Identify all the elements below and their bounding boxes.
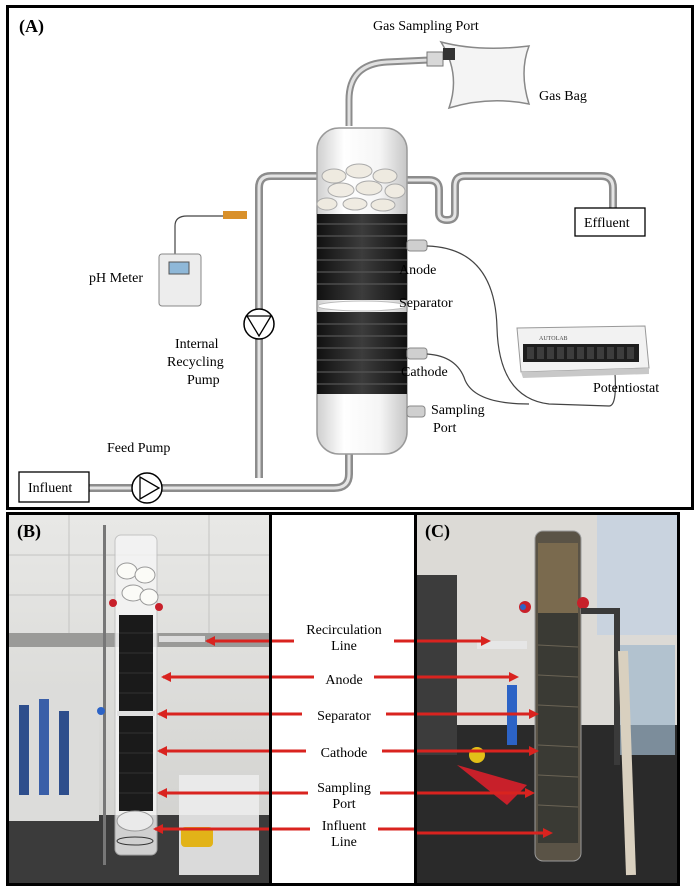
cathode-electrode — [317, 312, 407, 394]
photo-c-arrows — [417, 636, 553, 838]
label-separator: Separator — [317, 709, 371, 724]
panel-b-photo: (B) — [6, 512, 272, 886]
ph-probe — [223, 211, 247, 219]
mid-arrow-shafts — [272, 639, 416, 831]
gas-sampling-port — [426, 51, 444, 67]
photo-c-white-tube — [618, 650, 636, 876]
gas-sampling-port-label: Gas Sampling Port — [373, 19, 479, 34]
feed-pump-label: Feed Pump — [107, 441, 170, 456]
sampling-port — [406, 405, 426, 418]
autolab-logo: AUTOLAB — [539, 336, 568, 342]
panel-b-tag: (B) — [17, 521, 41, 542]
effluent-label: Effluent — [584, 216, 630, 231]
reactor-column — [316, 127, 408, 455]
photo-b-arrows — [153, 636, 269, 834]
anode-wire — [426, 245, 616, 407]
anode-electrode — [317, 214, 407, 300]
panel-c-tag: (C) — [425, 521, 450, 542]
ph-cable — [174, 215, 241, 254]
sampling-port-label-2: Port — [433, 421, 456, 436]
gas-bag — [439, 40, 531, 110]
photo-c-svg: (C) — [417, 515, 677, 883]
photo-b-svg: (B) — [9, 515, 269, 883]
potentiostat: AUTOLAB — [516, 325, 650, 378]
feed-line — [89, 428, 353, 492]
cathode-label: Cathode — [401, 365, 448, 380]
sampling-port-label-1: Sampling — [431, 403, 485, 418]
label-cathode: Cathode — [320, 746, 368, 761]
potentiostat-label: Potentiostat — [593, 381, 659, 396]
panel-a-tag: (A) — [19, 16, 44, 37]
gas-bag-label: Gas Bag — [539, 89, 587, 104]
internal-recycling-pump-icon — [243, 308, 275, 340]
panel-a-schematic: (A) Gas Sampling Port Gas Bag Effluent p… — [6, 5, 694, 510]
equipment-left — [417, 575, 457, 755]
internal-pump-label-3: Pump — [187, 373, 220, 388]
schematic-svg: (A) Gas Sampling Port Gas Bag Effluent p… — [18, 16, 659, 504]
separator-label: Separator — [399, 296, 453, 311]
effluent-box — [574, 207, 646, 237]
label-anode: Anode — [325, 673, 363, 688]
ph-meter-label: pH Meter — [89, 271, 143, 286]
pipette-3 — [59, 711, 69, 795]
internal-pump-label-2: Recycling — [167, 355, 224, 370]
cathode-port — [406, 347, 428, 360]
panel-c-photo: (C) — [414, 512, 680, 886]
beaker — [179, 775, 259, 875]
tape-roll — [181, 827, 213, 847]
alligator-clips — [457, 765, 527, 805]
window — [597, 515, 677, 635]
stand-rod — [103, 525, 106, 865]
pipette-2 — [39, 699, 49, 795]
gas-bag-valve — [443, 48, 455, 60]
anode-label: Anode — [399, 263, 436, 278]
ph-meter-screen — [168, 261, 190, 275]
photo-c-tube — [581, 608, 620, 765]
anode-port — [406, 239, 428, 252]
influent-label: Influent — [28, 481, 72, 496]
internal-pump-label-1: Internal — [175, 337, 219, 352]
cathode-wire — [426, 353, 530, 405]
feed-pump-icon — [131, 472, 163, 504]
influent-box — [18, 471, 90, 503]
pipette-1 — [19, 705, 29, 795]
